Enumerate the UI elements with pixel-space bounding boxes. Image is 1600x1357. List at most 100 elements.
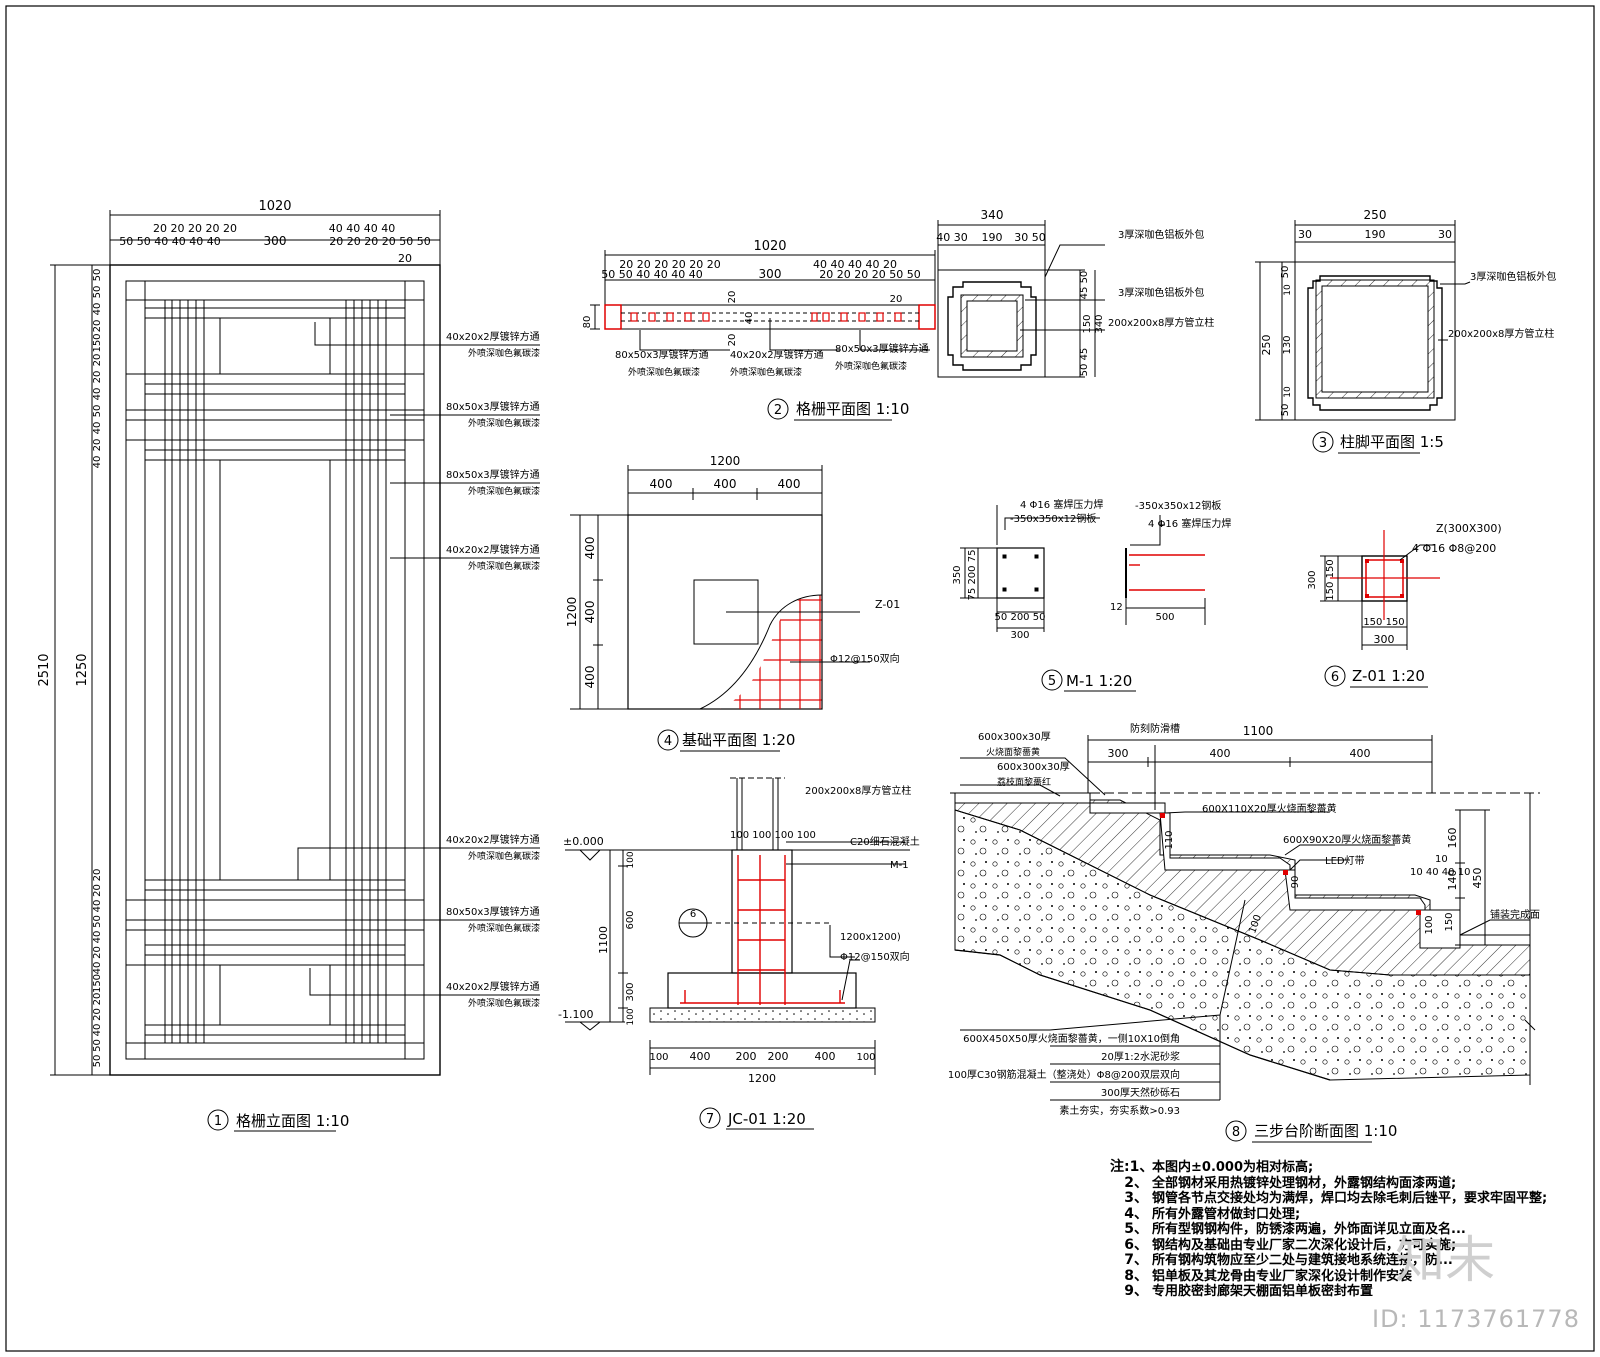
elevation-left-dim: 20 [92,439,103,452]
plan-bar-marks [630,312,902,322]
plan-callout-3a: 80x50x3厚镀锌方通 [835,342,929,355]
title-4: 4 基础平面图 1:20 [657,729,795,752]
jc01-callout-m1: M-1 [890,860,909,871]
title-6-num: 6 [1331,670,1339,685]
jc01-texts: 200x200x8厚方管立柱 100 100 100 100 C20细石混凝土 … [558,784,920,1085]
m1-callout-1: 4 Φ16 塞焊压力焊 [1020,498,1103,511]
plan-20a-dim: 20 [727,291,738,304]
m1-side-callout-1: -350x350x12钢板 [1135,499,1221,512]
jc01-h-total: 1100 [597,926,610,954]
plan-bar-mark [840,312,848,322]
z01-callout-1: Z(300X300) [1436,522,1502,535]
stair-d10: 10 [1435,854,1448,865]
stair-d450: 450 [1471,868,1484,889]
elevation-top-20: 20 [398,252,412,265]
stair-layer-item: 素土夯实，夯实系数>0.93 [1059,1104,1180,1117]
z01-h-parts: 150 150 [1325,559,1336,600]
title-3: 3 柱脚平面图 1:5 [1312,431,1444,454]
note-number: 8、 [1124,1267,1148,1284]
elevation-outer-frame [109,264,441,1076]
m1-detail [960,505,1206,632]
m1-side-callout-2: 4 Φ16 塞焊压力焊 [1148,517,1231,530]
column-plan-w-right: 30 50 [1014,231,1046,244]
title-5-label: M-1 1:20 [1066,672,1132,690]
elevation-callout-line1: 40x20x2厚镀锌方通 [446,543,540,556]
title-3-label: 柱脚平面图 1:5 [1340,433,1444,451]
elevation-left-dim: 40 [92,422,103,435]
elevation-left-dim: 40 [92,900,103,913]
plan-callout-3b: 外喷深咖色氟碳漆 [835,360,907,372]
note-item: 6、钢结构及基础由专业厂家二次深化设计后，方可实施; [1110,1237,1580,1254]
stair-width: 1100 [1243,724,1274,738]
plan-callouts: 80x50x3厚镀锌方通 外喷深咖色氟碳漆 40x20x2厚镀锌方通 外喷深咖色… [615,342,929,378]
title-8-num: 8 [1232,1125,1240,1140]
stair-led: LED灯带 [1325,855,1365,867]
plan-bar-mark [876,312,884,322]
foundation-plan [570,465,870,710]
stair-top-label: 防刻防滑槽 [1130,722,1180,735]
elevation-left-dim: 50 [92,405,103,418]
foundation-w-3: 400 [778,477,801,491]
m1-texts: 4 Φ16 塞焊压力焊 -350x350x12钢板 350 75 200 75 … [952,498,1231,641]
column-plan-callouts: 3厚深咖色铝板外包 3厚深咖色铝板外包 200x200x8厚方管立柱 [1108,228,1214,329]
foot-plan-w-left: 30 [1298,228,1312,241]
note-number: 注:1、 [1110,1159,1154,1175]
watermark-id: ID: 1173761778 [1372,1305,1580,1333]
elevation-left-dim: 20 [92,320,103,333]
elevation-mid-height-dim: 1250 [75,653,90,686]
foundation-w-1: 400 [650,477,673,491]
elevation-callout-line1: 40x20x2厚镀锌方通 [446,980,540,993]
foundation-callout-rebar: Φ12@150双向 [830,652,900,665]
foundation-callout-z01: Z-01 [875,598,900,611]
elevation-callout-line2: 外喷深咖色氟碳漆 [468,417,540,429]
stair-layer-list: 600X450X50厚火烧面黎薔黄，一侧10X10倒角20厚1:2水泥砂浆100… [948,1032,1180,1117]
note-item: 3、钢管各节点交接处均为满焊，焊口均去除毛刺后锉平，要求牢固平整; [1110,1190,1580,1207]
stair-layer-item: 300厚天然砂砾石 [1101,1086,1180,1099]
plan-dims-left: 20 20 20 20 20 20 [619,258,720,271]
z01-w-parts: 150 150 [1363,617,1404,628]
foot-plan-h-top2: 10 [1283,284,1293,296]
column-plan-width: 340 [981,208,1004,222]
title-3-num: 3 [1319,436,1327,451]
m1-h-parts: 75 200 75 [967,550,978,601]
title-1: 1 格栅立面图 1:10 [207,1109,349,1132]
foot-plan [1255,220,1471,421]
elevation-width-dim: 1020 [258,199,291,214]
note-text: 所有外露管材做封口处理; [1152,1206,1301,1222]
note-number: 3、 [1124,1190,1148,1206]
foundation-h-3: 400 [583,666,597,689]
elevation-left-dim: 20 [92,371,103,384]
elevation-callout-line2: 外喷深咖色氟碳漆 [468,347,540,359]
foot-plan-callout-1: 3厚深咖色铝板外包 [1470,270,1556,283]
m1-callout-2: -350x350x12钢板 [1010,512,1096,525]
plan-width-dim: 1020 [753,239,786,254]
plan-callout-1b: 外喷深咖色氟碳漆 [628,366,700,378]
foundation-width: 1200 [710,454,741,468]
elevation-left-dim: 40 [92,1024,103,1037]
note-number: 2、 [1124,1174,1148,1191]
title-1-label: 格栅立面图 1:10 [236,1112,349,1130]
foot-plan-callout-2: 200x200x8厚方管立柱 [1448,327,1554,340]
foot-plan-width: 250 [1364,208,1387,222]
jc01-w-6: 100 [856,1052,875,1063]
plan-dims-right2: 20 20 20 20 50 50 [819,268,920,281]
foot-plan-callouts: 3厚深咖色铝板外包 200x200x8厚方管立柱 [1448,270,1556,340]
note-item: 8、铝单板及其龙骨由专业厂家深化设计制作安装 [1110,1267,1580,1285]
elevation-callout-line2: 外喷深咖色氟碳漆 [468,850,540,862]
elevation-left-dim: 40 [92,303,103,316]
foot-plan-texts: 250 30 190 30 250 50 10 130 10 50 [1260,208,1452,416]
plan-bar-mark [822,312,830,322]
note-text: 铝单板及其龙骨由专业厂家深化设计制作安装 [1152,1268,1413,1284]
z01-h-total: 300 [1307,570,1318,589]
jc01-callout-concrete: C20细石混凝土 [850,835,920,848]
elevation-left-dim: 20 [92,993,103,1006]
title-4-num: 4 [664,734,672,749]
stair-finish: 铺装完成面 [1490,908,1540,921]
elevation-left-dim: 50 [92,915,103,928]
m1-w-total: 300 [1010,630,1029,641]
elevation-callout-line2: 外喷深咖色氟碳漆 [468,560,540,572]
title-5-num: 5 [1048,674,1056,689]
elevation-callout-line1: 80x50x3厚镀锌方通 [446,400,540,413]
jc01-callout-rebar: Φ12@150双向 [840,950,910,963]
